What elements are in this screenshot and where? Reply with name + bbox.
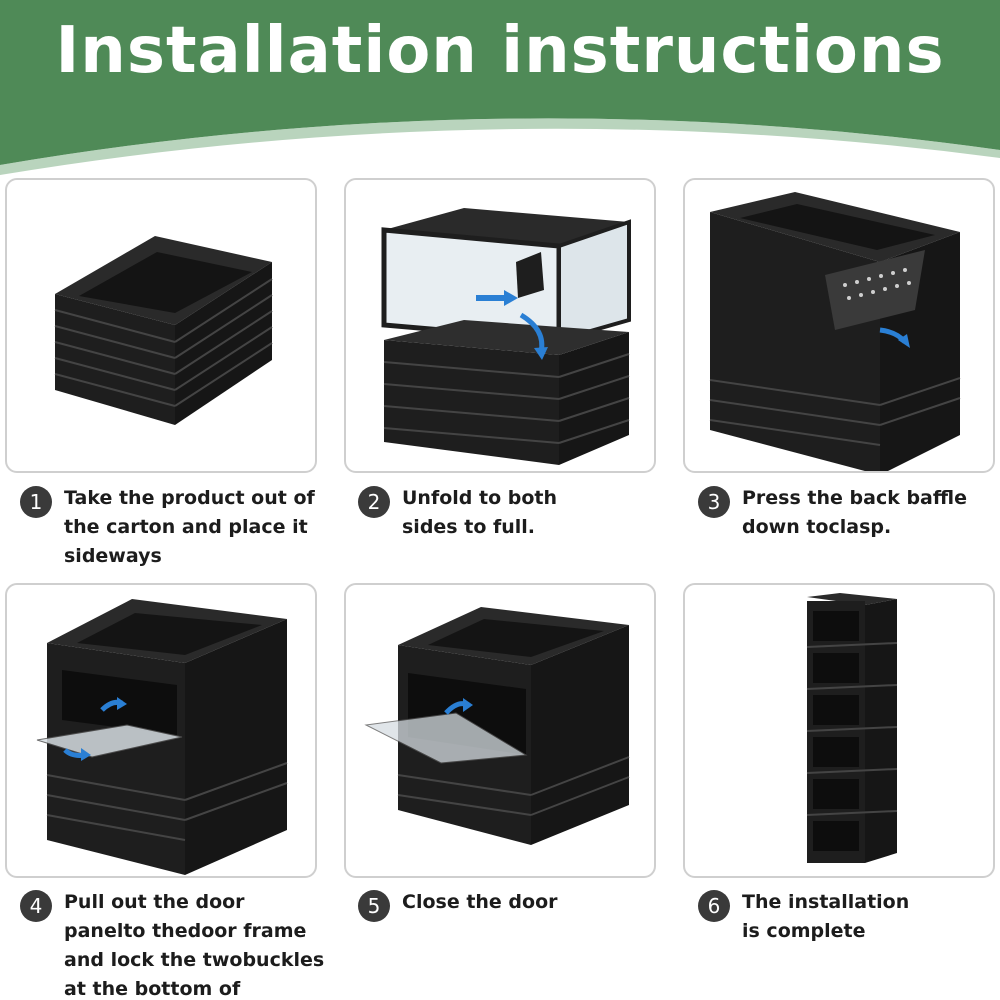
step-number: 6 bbox=[698, 890, 730, 922]
step-number: 4 bbox=[20, 890, 52, 922]
door-panel-icon bbox=[36, 599, 288, 875]
step-number: 1 bbox=[20, 486, 52, 518]
step-text: Take the product out of the carton and p… bbox=[64, 487, 315, 567]
step-2-image bbox=[344, 178, 656, 473]
step-3-image bbox=[683, 178, 995, 473]
banner-shape bbox=[0, 0, 1000, 175]
back-baffle-icon bbox=[709, 192, 961, 471]
step-1-image bbox=[5, 178, 317, 473]
step-number: 5 bbox=[358, 890, 390, 922]
step-text: Unfold to both sides to full. bbox=[402, 487, 558, 538]
step-6-image bbox=[683, 583, 995, 878]
header-banner: Installation instructions bbox=[0, 0, 1000, 175]
step-4-image bbox=[5, 583, 317, 878]
step-text: The installation is complete bbox=[742, 891, 910, 942]
step-number: 2 bbox=[358, 486, 390, 518]
step-number: 3 bbox=[698, 486, 730, 518]
closed-door-icon bbox=[364, 607, 630, 845]
step-text: Close the door bbox=[402, 891, 558, 913]
stacked-boxes-icon bbox=[806, 593, 898, 863]
step-text: Press the back baffle down toclasp. bbox=[742, 487, 967, 538]
folded-box-icon bbox=[54, 236, 273, 425]
step-5-image bbox=[344, 583, 656, 878]
page-title: Installation instructions bbox=[55, 14, 945, 88]
step-text: Pull out the door panelto thedoor frame … bbox=[64, 891, 325, 1000]
unfolding-box-icon bbox=[381, 208, 631, 465]
